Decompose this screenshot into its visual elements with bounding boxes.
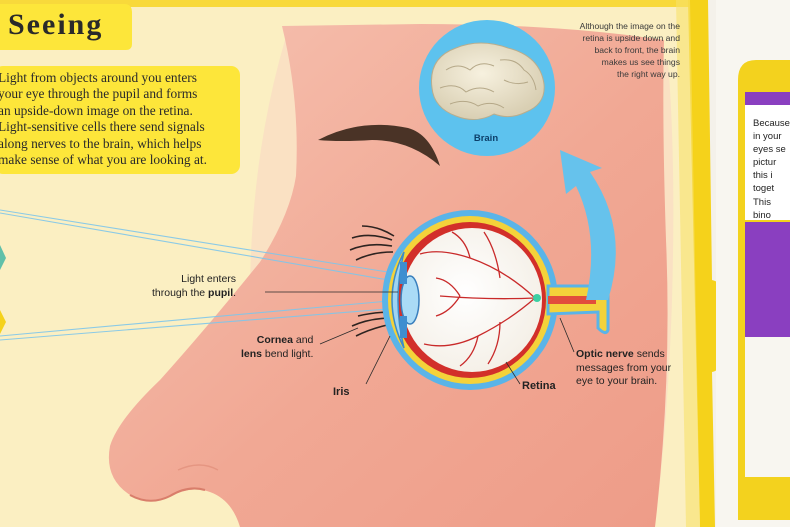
lens-term: lens bbox=[241, 347, 263, 360]
nostril-line bbox=[129, 487, 206, 502]
next-page-line: bino bbox=[753, 209, 771, 221]
retina-label: Retina bbox=[522, 380, 556, 392]
intro-line: make sense of what you are looking at. bbox=[0, 152, 207, 168]
next-page-line: in your bbox=[753, 131, 782, 143]
brain-note-line: makes us see things bbox=[601, 57, 680, 67]
cornea-caption-line2: lens bend light. bbox=[241, 348, 313, 362]
retina-blood-vessels bbox=[419, 231, 536, 367]
intro-line: an upside-down image on the retina. bbox=[0, 102, 193, 118]
brain-image bbox=[431, 42, 545, 120]
page-title: Seeing bbox=[8, 8, 104, 41]
page-side-border bbox=[688, 0, 728, 527]
next-page-line: this i bbox=[753, 170, 773, 182]
intro-line: along nerves to the brain, which helps bbox=[0, 135, 202, 151]
caption-text: bend light. bbox=[262, 347, 314, 360]
intro-text: Light from objects around you enters you… bbox=[0, 70, 236, 168]
next-page-lower bbox=[745, 337, 790, 477]
left-arrow-tip-top bbox=[0, 245, 6, 270]
leader-lines bbox=[265, 291, 575, 385]
title-banner bbox=[0, 4, 132, 50]
eyebrow bbox=[318, 124, 440, 166]
optic-caption-line1: Optic nerve sends bbox=[576, 348, 671, 362]
next-page-white-box bbox=[745, 105, 790, 220]
upper-eyelashes bbox=[349, 225, 395, 261]
caption-text: sends bbox=[633, 348, 665, 360]
top-border bbox=[0, 0, 708, 7]
optic-caption-line2: messages from your bbox=[576, 361, 672, 374]
border-stripe bbox=[676, 0, 700, 527]
brain-note-line: back to front, the brain bbox=[594, 45, 680, 55]
eyeball-cross-section bbox=[382, 210, 558, 390]
intro-line: Light-sensitive cells there send signals bbox=[0, 119, 205, 135]
pupil-caption: Light enters through the pupil. bbox=[152, 273, 236, 300]
brain-label: Brain bbox=[473, 133, 499, 144]
caption-text: through the bbox=[152, 286, 209, 299]
intro-line: Light from objects around you enters bbox=[0, 70, 197, 85]
brain-note-line: Although the image on the bbox=[579, 21, 680, 31]
pupil-caption-line2: through the pupil. bbox=[152, 287, 236, 301]
arrow-to-brain bbox=[560, 150, 616, 300]
brain-note-line: retina is upside down and bbox=[582, 33, 680, 43]
cornea-caption: Cornea and lens bend light. bbox=[241, 334, 313, 361]
next-page-line: pictur bbox=[753, 157, 777, 169]
next-page-purple-panel bbox=[745, 222, 790, 337]
optic-nerve-core bbox=[548, 296, 596, 304]
brain-note-line: the right way up. bbox=[616, 69, 680, 79]
caption-text: and bbox=[292, 334, 314, 346]
next-page-line: This bbox=[753, 196, 771, 208]
intro-box bbox=[0, 66, 240, 174]
pupil-term: pupil bbox=[208, 286, 234, 299]
optic-nerve-term: Optic nerve bbox=[576, 348, 634, 360]
brain-note: Although the image on the retina is upsi… bbox=[528, 20, 680, 80]
next-page-line: Because bbox=[753, 118, 790, 129]
left-arrow-tip-bottom bbox=[0, 310, 6, 334]
next-page-header-strip bbox=[745, 92, 790, 105]
cornea-term: Cornea bbox=[256, 334, 293, 346]
cornea-caption-line1: Cornea and bbox=[241, 334, 314, 348]
next-page-text: Because in your eyes se pictur this i to… bbox=[753, 117, 790, 222]
next-page-line: toget bbox=[753, 183, 775, 195]
iris-label: Iris bbox=[333, 386, 350, 398]
optic-caption-line3: eye to your brain. bbox=[576, 375, 658, 387]
optic-nerve-caption: Optic nerve sends messages from your eye… bbox=[576, 348, 671, 389]
intro-line: your eye through the pupil and forms bbox=[0, 86, 198, 102]
nostril-shadow bbox=[177, 464, 219, 471]
pupil-caption-line1: Light enters bbox=[181, 273, 237, 285]
caption-text: . bbox=[233, 286, 237, 299]
next-page-line: eyes se bbox=[753, 144, 786, 156]
